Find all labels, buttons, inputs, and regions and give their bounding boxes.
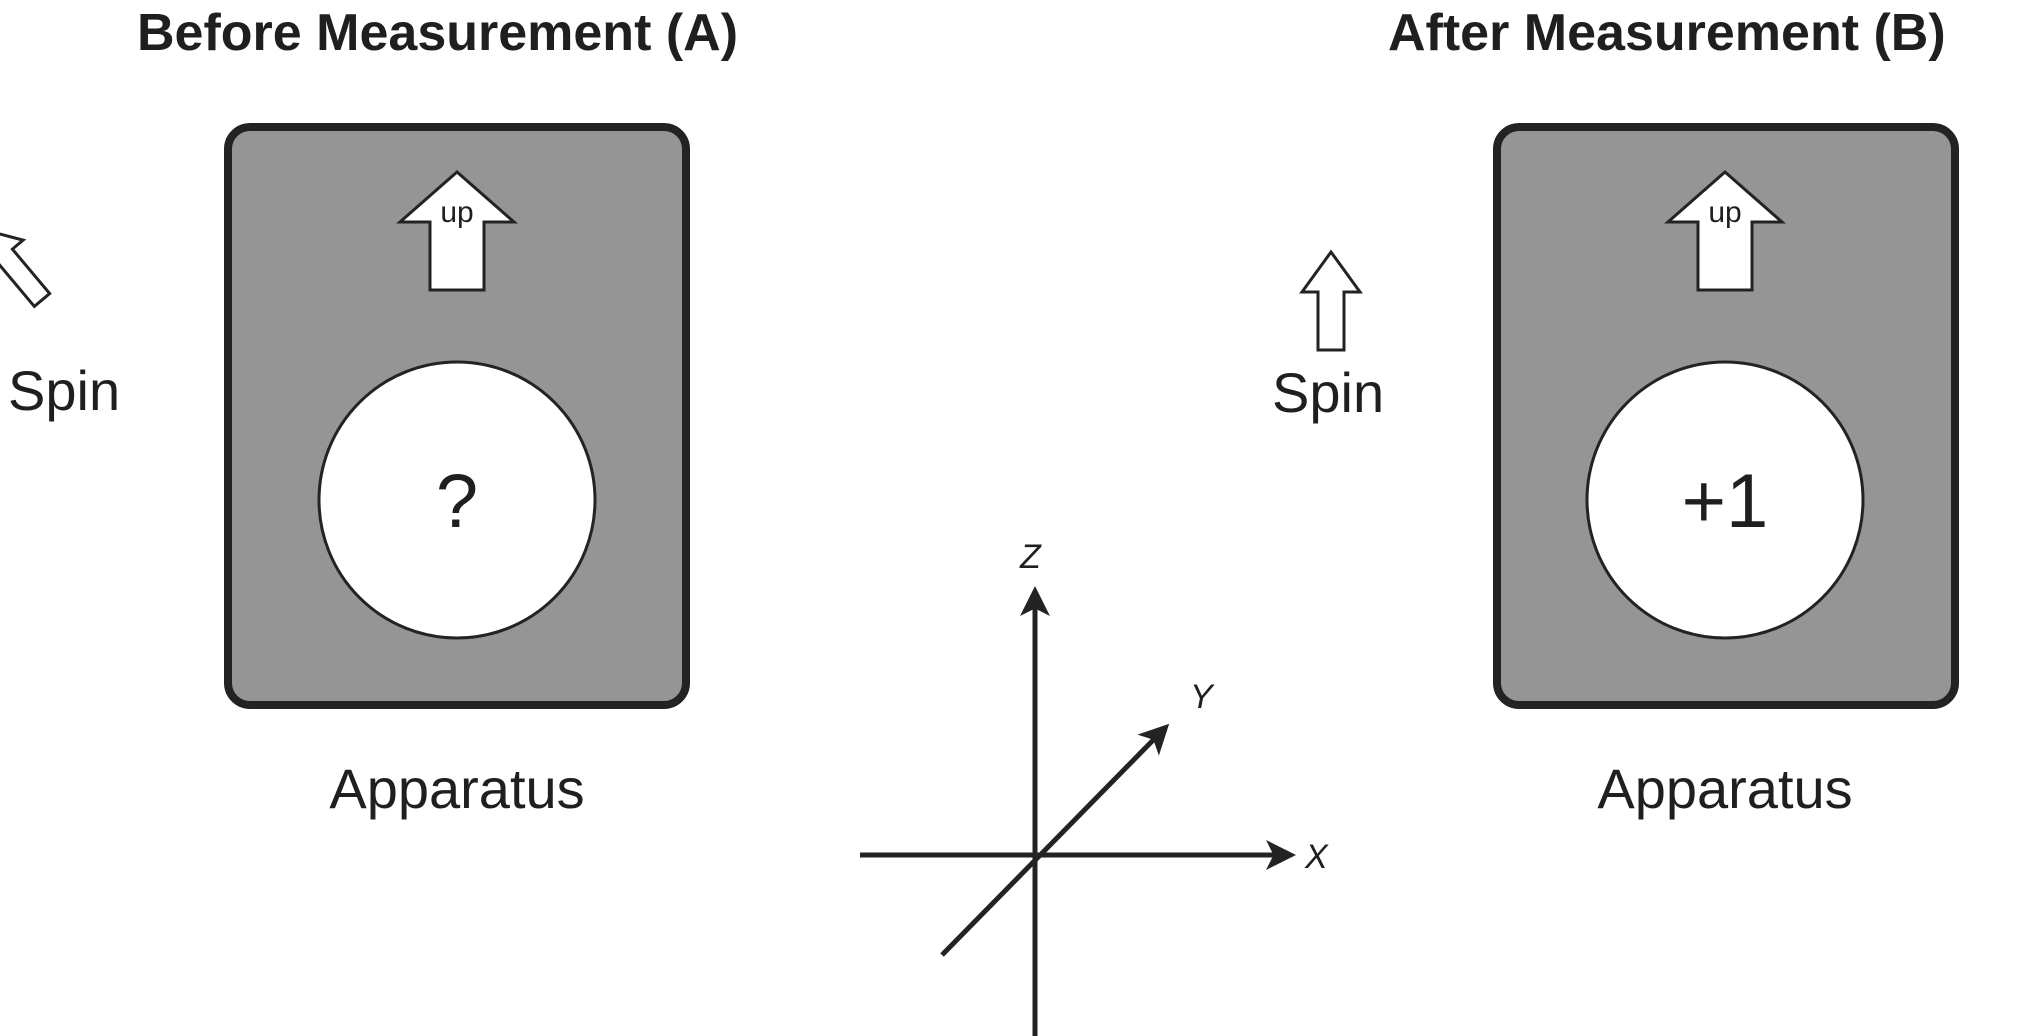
spin-arrow-icon <box>1299 249 1363 352</box>
panel-after: After Measurement (B) Spin up +1 Apparat… <box>1272 4 1959 820</box>
up-arrow-icon <box>396 170 518 292</box>
panel-before-title: Before Measurement (A) <box>137 4 738 62</box>
y-axis-label: Y <box>1190 678 1215 716</box>
y-axis <box>940 723 1170 957</box>
readout-value: +1 <box>1682 459 1769 544</box>
panel-after-title: After Measurement (B) <box>1388 4 1946 62</box>
spin-arrow-icon <box>0 227 52 309</box>
readout-dial <box>317 360 597 640</box>
coordinate-axes <box>860 586 1296 1036</box>
apparatus-label: Apparatus <box>329 757 584 820</box>
up-arrow-label: up <box>440 196 473 229</box>
readout-value: ? <box>436 459 478 544</box>
up-arrow-label: up <box>1708 196 1741 229</box>
spin-label: Spin <box>8 359 120 422</box>
up-arrow-icon <box>1664 170 1786 292</box>
apparatus-label: Apparatus <box>1597 757 1852 820</box>
spin-label: Spin <box>1272 361 1384 424</box>
panel-before: Before Measurement (A) Spin up ? Apparat… <box>0 4 738 820</box>
x-axis-label: X <box>1304 838 1329 876</box>
z-axis-label: Z <box>1019 538 1042 576</box>
readout-dial <box>1585 360 1865 640</box>
